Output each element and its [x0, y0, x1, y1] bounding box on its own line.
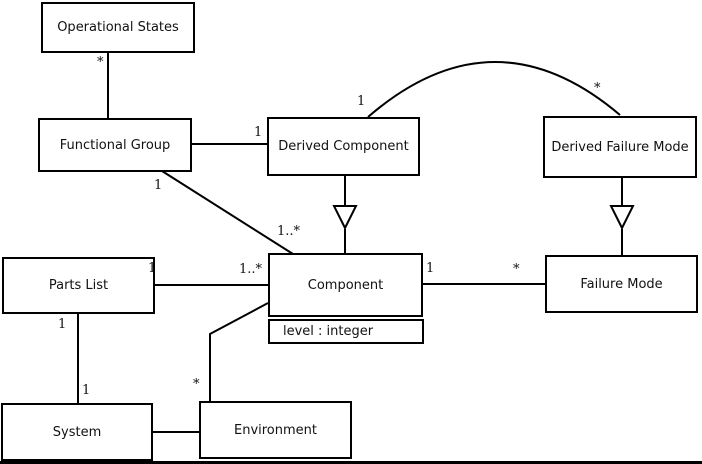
generalization-triangle-component [332, 205, 358, 231]
multiplicity-parts-list-bottom-end: 1 [58, 317, 67, 332]
class-box-environment: Environment [199, 401, 352, 459]
class-box-parts-list: Parts List [2, 257, 155, 314]
class-label-parts-list: Parts List [48, 278, 109, 293]
class-label-failure-mode: Failure Mode [580, 276, 663, 292]
multiplicity-system-top-end: 1 [82, 383, 91, 398]
edge-arc-derived-component-derived-failure-mode [367, 61, 621, 118]
multiplicity-parts-list-right-end: 1 [148, 261, 157, 276]
multiplicity-component-right-end: 1 [426, 261, 435, 276]
class-box-system: System [1, 403, 153, 461]
class-label-component: Component [307, 277, 384, 293]
generalization-triangle-failure-mode [609, 205, 635, 231]
multiplicity-functional-group-bottom-end: 1 [154, 178, 163, 193]
multiplicity-component-from-parts-list: 1..* [239, 262, 263, 277]
class-box-operational-states: Operational States [41, 2, 195, 53]
multiplicity-arc-derived-failure-mode-end: * [594, 81, 601, 96]
multiplicity-environment-top-end: * [193, 377, 200, 392]
class-label-operational-states: Operational States [57, 20, 179, 35]
canvas-bottom-border [0, 461, 702, 464]
class-attribute-box-component: level : integer [268, 319, 424, 344]
class-box-functional-group: Functional Group [38, 118, 192, 172]
class-label-environment: Environment [233, 422, 317, 438]
class-box-failure-mode: Failure Mode [545, 255, 698, 313]
edge-functional-group-component [161, 170, 294, 255]
edge-environment-component [209, 302, 269, 401]
class-label-derived-component: Derived Component [278, 139, 409, 154]
class-label-system: System [52, 424, 102, 440]
multiplicity-operational-states-end: * [97, 55, 104, 70]
multiplicity-component-from-functional-group: 1..* [277, 224, 301, 239]
multiplicity-arc-derived-component-end: 1 [357, 94, 366, 109]
multiplicity-failure-mode-left-end: * [513, 262, 520, 277]
class-attribute-level: level : integer [283, 324, 374, 339]
class-box-derived-component: Derived Component [267, 117, 420, 176]
class-box-derived-failure-mode: Derived Failure Mode [543, 116, 697, 178]
class-label-derived-failure-mode: Derived Failure Mode [551, 139, 689, 155]
multiplicity-derived-component-left-end: 1 [254, 125, 263, 140]
class-box-component: Component [268, 253, 423, 317]
class-label-functional-group: Functional Group [59, 137, 171, 153]
